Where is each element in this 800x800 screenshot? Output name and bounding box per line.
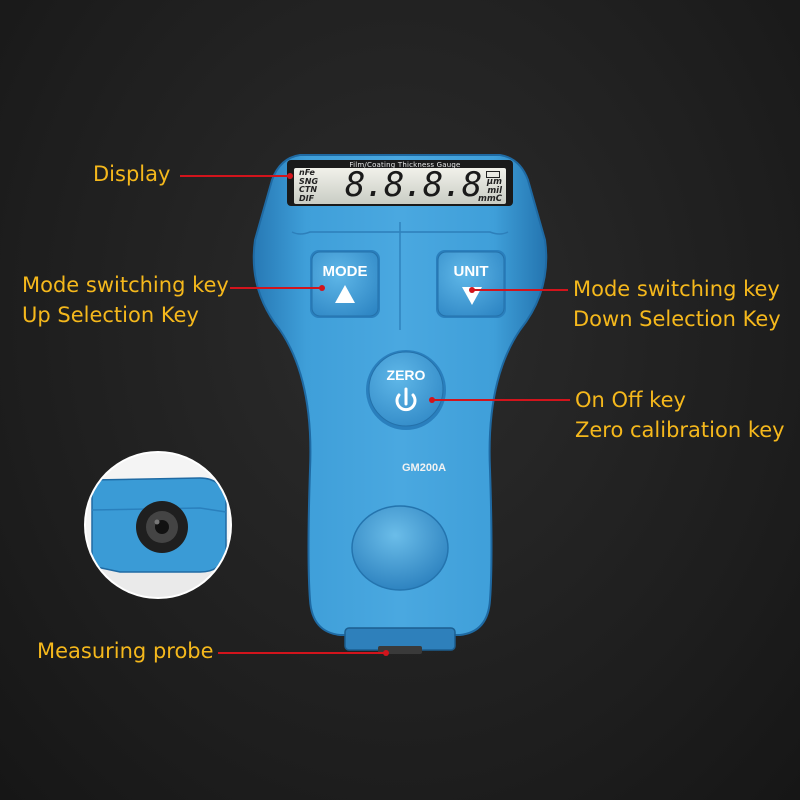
zero-key: [366, 350, 446, 430]
lcd-label: CTN: [299, 185, 318, 194]
down-arrow-icon: [462, 287, 482, 305]
lcd-digits: 8.8.8.8: [345, 165, 482, 205]
callout-text: Display: [93, 162, 171, 186]
zero-key-label: ZERO: [386, 367, 426, 383]
lcd-right-labels: μm mil mmC: [470, 178, 502, 204]
leader-mode-key: [230, 285, 325, 291]
lcd-left-labels: nFe SNG CTN DIF: [299, 168, 319, 203]
up-arrow-icon: [335, 285, 355, 303]
lcd-unit: mmC: [478, 194, 502, 204]
callout-text: Down Selection Key: [573, 307, 781, 331]
leader-zero-key: [429, 397, 570, 403]
display-screen: [294, 168, 506, 204]
probe-inset: [84, 451, 232, 599]
callout-text: On Off key: [575, 388, 686, 412]
callout-text: Zero calibration key: [575, 418, 785, 442]
lcd-unit: μm: [486, 177, 502, 187]
unit-key: [436, 250, 506, 318]
callout-mode-key: Mode switching key Up Selection Key: [22, 270, 229, 330]
lcd-label: DIF: [299, 193, 315, 203]
mode-key: [310, 250, 380, 318]
power-icon: [395, 387, 417, 412]
lcd-header: Film/Coating Thickness Gauge: [349, 161, 461, 169]
callout-text: Mode switching key: [22, 273, 229, 297]
leader-unit-key: [469, 287, 568, 293]
callout-probe: Measuring probe: [37, 636, 214, 666]
callout-text: Up Selection Key: [22, 303, 199, 327]
callout-zero-key: On Off key Zero calibration key: [575, 385, 785, 445]
lcd-label: nFe: [299, 168, 315, 177]
lcd-label: SNG: [299, 176, 319, 186]
unit-key-label: UNIT: [453, 263, 489, 280]
mode-key-label: MODE: [322, 263, 368, 280]
grip-dome: [351, 505, 449, 591]
lcd-unit: mil: [487, 185, 502, 196]
leader-display: [180, 173, 293, 179]
callout-text: Mode switching key: [573, 277, 780, 301]
callout-display: Display: [93, 159, 170, 189]
callout-unit-key: Mode switching key Down Selection Key: [573, 274, 781, 334]
leader-probe: [218, 650, 389, 656]
battery-icon: [486, 171, 500, 178]
model-label: GM200A: [402, 462, 447, 474]
callout-text: Measuring probe: [37, 639, 214, 663]
